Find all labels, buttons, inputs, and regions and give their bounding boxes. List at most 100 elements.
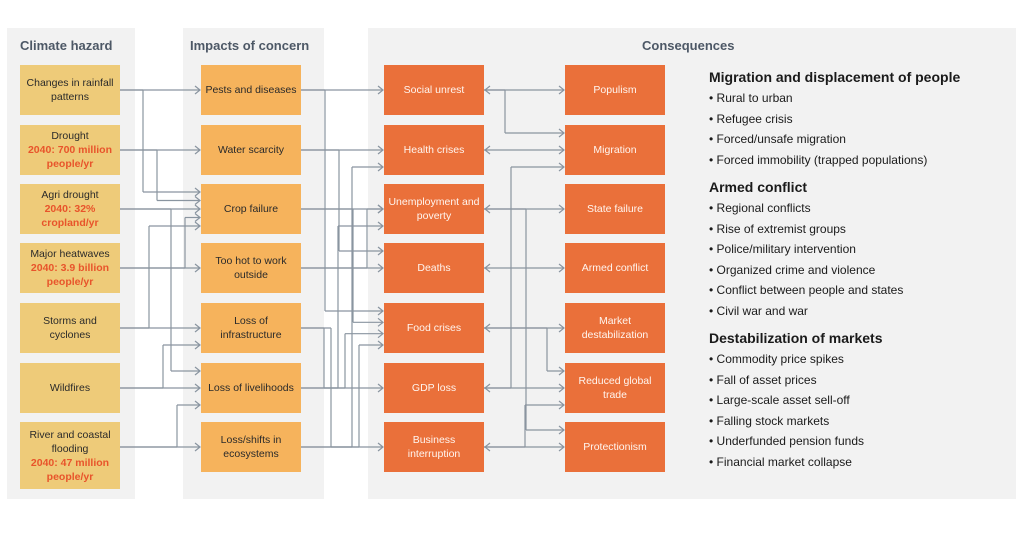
- hazard-label: Changes in rainfall patterns: [26, 77, 114, 103]
- impact-box: Loss of infrastructure: [201, 303, 301, 353]
- primary-consequence-box: GDP loss: [384, 363, 484, 413]
- legend-item: • Commodity price spikes: [709, 352, 844, 366]
- arrowhead-icon: [194, 366, 201, 376]
- arrowhead-icon: [194, 196, 201, 205]
- legend-item: • Rise of extremist groups: [709, 221, 846, 236]
- secondary-consequence-box: Market destabilization: [565, 303, 665, 353]
- arrowhead-icon: [194, 263, 201, 273]
- legend-item: • Refugee crisis: [709, 111, 793, 126]
- arrowhead-icon: [194, 400, 201, 410]
- legend-item: • Financial market collapse: [709, 454, 852, 469]
- arrowhead-icon: [558, 400, 565, 410]
- legend-item: • Civil war and war: [709, 303, 808, 318]
- arrowhead-icon: [377, 162, 384, 172]
- impact-box: Pests and diseases: [201, 65, 301, 115]
- legend-heading: Destabilization of markets: [709, 330, 883, 346]
- climate-hazard-title: Climate hazard: [20, 38, 113, 53]
- hazard-label: River and coastal flooding: [29, 428, 111, 455]
- legend-item: • Rural to urban: [709, 91, 793, 105]
- legend-item: • Large-scale asset sell-off: [709, 393, 850, 407]
- legend-item: • Forced/unsafe migration: [709, 132, 846, 146]
- hazard-box: Agri drought 2040: 32% cropland/yr: [20, 184, 120, 234]
- legend-item: • Police/military intervention: [709, 242, 856, 256]
- secondary-consequence-box: State failure: [565, 184, 665, 234]
- arrowhead-icon: [484, 145, 491, 155]
- arrowhead-icon: [377, 85, 384, 95]
- arrowhead-icon: [194, 442, 201, 452]
- hazard-label: Storms and cyclones: [43, 315, 97, 341]
- arrowhead-icon: [377, 246, 384, 256]
- hazard-box: Storms and cyclones: [20, 303, 120, 353]
- primary-consequence-box: Health crises: [384, 125, 484, 175]
- secondary-consequence-box: Populism: [565, 65, 665, 115]
- legend-heading: Armed conflict: [709, 179, 808, 195]
- arrowhead-icon: [377, 204, 384, 214]
- hazard-label: Wildfires: [49, 382, 91, 394]
- hazard-box: Major heatwaves 2040: 3.9 billion people/…: [20, 243, 120, 293]
- primary-consequence-box: Food crises: [384, 303, 484, 353]
- arrowhead-icon: [194, 145, 201, 155]
- arrowhead-icon: [377, 221, 384, 231]
- impacts-title: Impacts of concern: [190, 38, 310, 53]
- arrowhead-icon: [377, 383, 384, 393]
- impact-box: Loss/shifts in ecosystems: [201, 422, 301, 472]
- secondary-consequence-box: Reduced global trade: [565, 363, 665, 413]
- arrowhead-icon: [558, 263, 565, 273]
- impact-box: Crop failure: [201, 184, 301, 234]
- legend-group-armed-conflict: Armed conflict • Regional conflicts • Ri…: [709, 176, 1009, 321]
- arrowhead-icon: [484, 263, 491, 273]
- impact-box: Too hot to work outside: [201, 243, 301, 293]
- arrowhead-icon: [377, 329, 384, 339]
- legend-group-migration: Migration and displacement of people • R…: [709, 66, 1009, 170]
- hazard-box: Wildfires: [20, 363, 120, 413]
- legend-heading: Migration and displacement of people: [709, 69, 961, 85]
- arrowhead-icon: [377, 442, 384, 452]
- arrowhead-icon: [377, 306, 384, 316]
- hazard-label: Agri drought: [41, 189, 99, 201]
- arrowhead-icon: [558, 442, 565, 452]
- arrowhead-icon: [194, 213, 201, 222]
- legend-group-markets: Destabilization of markets • Commodity p…: [709, 327, 1009, 472]
- hazard-stat: 2040: 47 million people/yr: [30, 456, 110, 483]
- secondary-consequence-box: Migration: [565, 125, 665, 175]
- hazard-label: Drought: [51, 130, 89, 142]
- arrowhead-icon: [377, 340, 384, 350]
- legend-item: • Regional conflicts: [709, 201, 811, 215]
- arrowhead-icon: [194, 221, 201, 231]
- arrowhead-icon: [558, 366, 565, 376]
- consequences-title: Consequences: [642, 38, 735, 53]
- arrowhead-icon: [558, 145, 565, 155]
- impact-box: Loss of livelihoods: [201, 363, 301, 413]
- arrowhead-icon: [194, 85, 201, 95]
- hazard-stat: 2040: 3.9 billion people/yr: [30, 262, 110, 288]
- arrowhead-icon: [377, 317, 384, 327]
- arrowhead-icon: [194, 340, 201, 350]
- primary-consequence-box: Business interruption: [384, 422, 484, 472]
- arrowhead-icon: [558, 323, 565, 333]
- legend-item: • Underfunded pension funds: [709, 434, 864, 448]
- legend-item: • Organized crime and violence: [709, 262, 876, 277]
- primary-consequence-box: Social unrest: [384, 65, 484, 115]
- arrowhead-icon: [377, 263, 384, 273]
- consequence-legend: Migration and displacement of people • R…: [709, 66, 1009, 478]
- arrowhead-icon: [194, 323, 201, 333]
- primary-consequence-box: Unemployment and poverty: [384, 184, 484, 234]
- legend-item: • Conflict between people and states: [709, 283, 904, 297]
- arrowhead-icon: [558, 85, 565, 95]
- arrowhead-icon: [377, 145, 384, 155]
- arrowhead-icon: [558, 425, 565, 435]
- hazard-box: Changes in rainfall patterns: [20, 65, 120, 115]
- legend-item: • Falling stock markets: [709, 413, 830, 428]
- arrowhead-icon: [558, 128, 565, 138]
- hazard-label: Major heatwaves: [30, 248, 110, 260]
- hazard-stat: 2040: 32% cropland/yr: [41, 203, 99, 229]
- arrowhead-icon: [194, 204, 201, 214]
- legend-item: • Fall of asset prices: [709, 372, 817, 387]
- primary-consequence-box: Deaths: [384, 243, 484, 293]
- arrowhead-icon: [194, 187, 201, 197]
- hazard-stat: 2040: 700 million people/yr: [27, 144, 113, 170]
- arrowhead-icon: [558, 383, 565, 393]
- arrowhead-icon: [558, 162, 565, 172]
- arrowhead-icon: [194, 383, 201, 393]
